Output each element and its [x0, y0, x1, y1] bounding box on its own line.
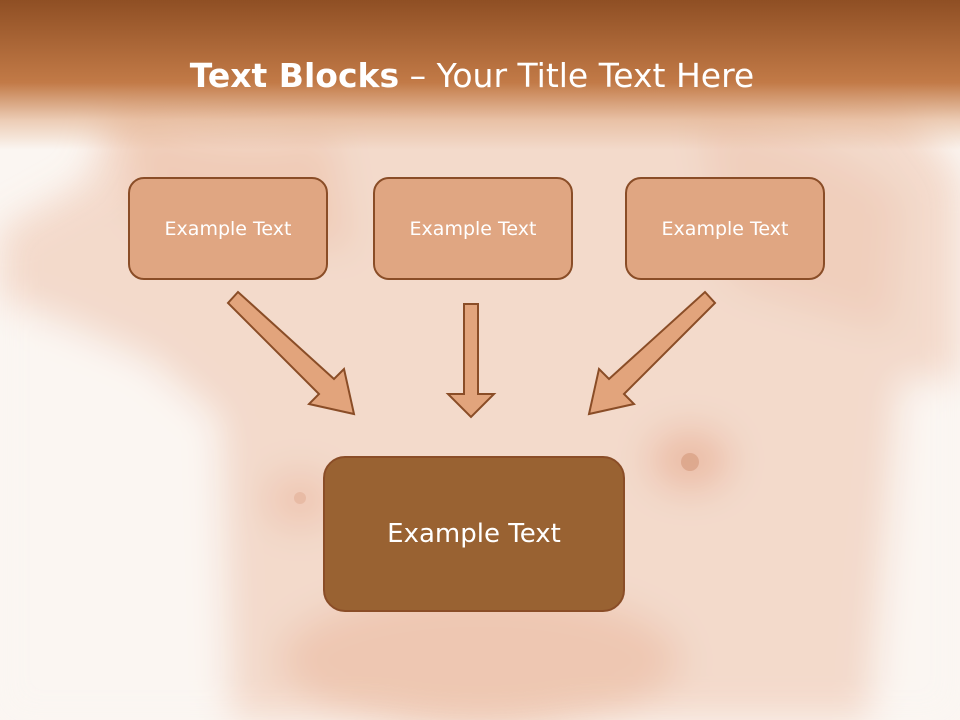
arrow-center-down	[445, 303, 497, 419]
title-separator: –	[399, 56, 437, 95]
text-block-left[interactable]: Example Text	[128, 177, 328, 280]
title-bold-part: Text Blocks	[189, 56, 400, 95]
title-rest: Your Title Text Here	[436, 56, 755, 95]
title-banner	[0, 0, 960, 150]
target-text-block[interactable]: Example Text	[323, 456, 625, 612]
slide-title: Text Blocks – Your Title Text Here	[0, 52, 944, 100]
text-block-center[interactable]: Example Text	[373, 177, 573, 280]
arrow-left-diagonal	[226, 290, 356, 416]
text-block-right[interactable]: Example Text	[625, 177, 825, 280]
arrow-right-diagonal	[587, 290, 717, 416]
